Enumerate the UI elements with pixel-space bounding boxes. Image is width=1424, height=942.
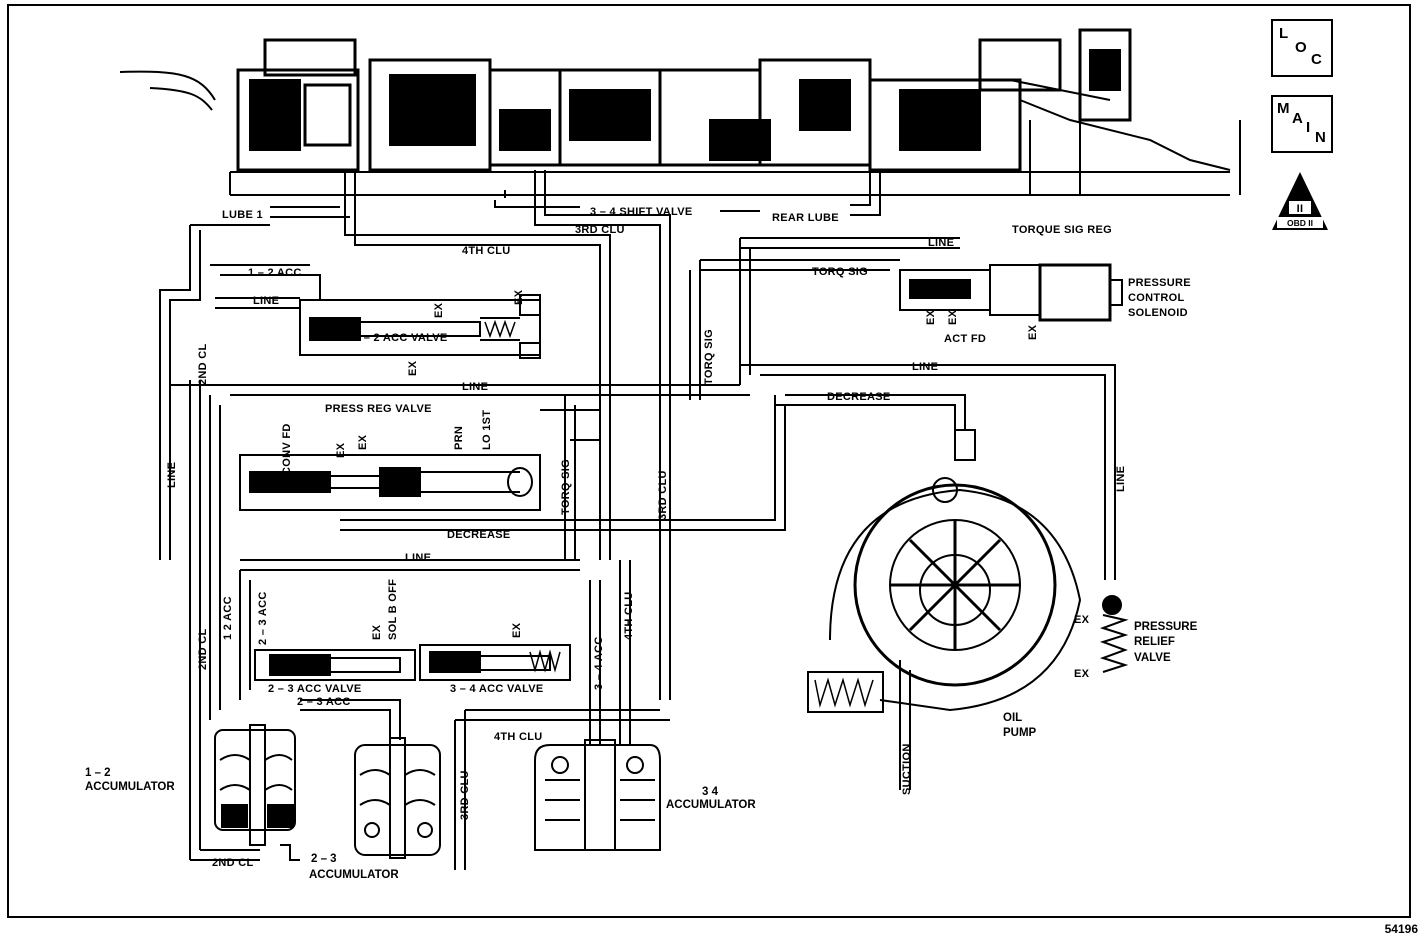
label-acc12-num: 1 – 2 bbox=[85, 767, 111, 779]
accumulator-12[interactable] bbox=[214, 724, 296, 846]
press-reg-valve[interactable] bbox=[239, 454, 541, 511]
label-ex-12-a: EX bbox=[433, 302, 445, 318]
label-pump: PUMP bbox=[1003, 727, 1037, 739]
label-pcs-line3: SOLENOID bbox=[1128, 307, 1188, 319]
valve-34-acc[interactable] bbox=[419, 644, 571, 681]
label-3rd-clu-top: 3RD CLU bbox=[575, 224, 625, 236]
label-torq-sig-h: TORQ SIG bbox=[812, 266, 868, 278]
valve-12-acc[interactable] bbox=[299, 294, 541, 359]
label-4th-clu-top: 4TH CLU bbox=[462, 245, 511, 257]
label-ex-tsr-2: EX bbox=[947, 309, 959, 325]
label-acc34-name: ACCUMULATOR bbox=[666, 799, 756, 811]
label-12-acc-valve: 1 – 2 ACC VALVE bbox=[354, 332, 448, 344]
oil-pump[interactable] bbox=[807, 429, 1082, 713]
loc-letter-o: O bbox=[1295, 39, 1307, 56]
torque-sig-reg-assembly[interactable] bbox=[899, 263, 1123, 322]
label-torq-sig-v2: TORQ SIG bbox=[560, 459, 572, 515]
label-line-left: LINE bbox=[166, 462, 178, 488]
label-line-top-right: LINE bbox=[928, 237, 954, 249]
label-2nd-cl-low: 2ND CL bbox=[212, 857, 254, 869]
main-letter-n: N bbox=[1315, 129, 1326, 146]
label-acc23-name: ACCUMULATOR bbox=[309, 869, 399, 881]
label-3rd-clu-v: 3RD CLU bbox=[657, 470, 669, 520]
label-ex-12-c: EX bbox=[407, 360, 419, 376]
label-torq-sig-v: TORQ SIG bbox=[703, 329, 715, 385]
label-12-acc-top: 1 – 2 ACC bbox=[248, 267, 302, 279]
label-act-fd: ACT FD bbox=[944, 333, 986, 345]
pressure-relief-valve[interactable] bbox=[1099, 595, 1129, 673]
label-2nd-cl-mid: 2ND CL bbox=[197, 628, 209, 670]
label-line-far-right: LINE bbox=[1115, 466, 1127, 492]
label-pcs-line2: CONTROL bbox=[1128, 292, 1184, 304]
label-prv-line1: PRESSURE bbox=[1134, 621, 1198, 633]
label-decrease-top: DECREASE bbox=[827, 391, 891, 403]
label-conv-fd: CONV FD bbox=[281, 423, 293, 475]
label-4th-clu-low: 4TH CLU bbox=[494, 731, 543, 743]
label-ex-prv-bottom: EX bbox=[1074, 668, 1090, 680]
label-34-acc-valve: 3 – 4 ACC VALVE bbox=[450, 683, 544, 695]
label-prv-line2: RELIEF bbox=[1134, 636, 1175, 648]
label-torque-sig-reg: TORQUE SIG REG bbox=[1012, 224, 1112, 236]
label-23-acc-h: 2 – 3 ACC bbox=[297, 696, 351, 708]
label-oil: OIL bbox=[1003, 712, 1022, 724]
label-rear-lube: REAR LUBE bbox=[772, 212, 839, 224]
obd-badge-bottom: OBD II bbox=[1287, 218, 1313, 228]
loc-letter-c: C bbox=[1311, 51, 1322, 68]
loc-letter-l: L bbox=[1279, 25, 1289, 42]
label-suction: SUCTION bbox=[901, 743, 913, 795]
main-button[interactable]: M A I N bbox=[1271, 95, 1333, 153]
label-34-shift-valve: 3 – 4 SHIFT VALVE bbox=[590, 206, 693, 218]
label-decrease-mid: DECREASE bbox=[447, 529, 511, 541]
label-ex-tsr-1: EX bbox=[925, 309, 937, 325]
label-2nd-cl-top: 2ND CL bbox=[197, 343, 209, 385]
label-line-12: LINE bbox=[253, 295, 279, 307]
label-press-reg-valve: PRESS REG VALVE bbox=[325, 403, 432, 415]
label-ex-prv-1: EX bbox=[335, 442, 347, 458]
label-23-acc-valve: 2 – 3 ACC VALVE bbox=[268, 683, 362, 695]
label-ex-prv-2: EX bbox=[357, 434, 369, 450]
label-line-lower: LINE bbox=[405, 552, 431, 564]
label-acc34-num: 3 4 bbox=[702, 786, 719, 798]
diagram-labels: LUBE 1 3 – 4 SHIFT VALVE REAR LUBE 3RD C… bbox=[85, 206, 1198, 881]
label-4th-clu-v: 4TH CLU bbox=[623, 591, 635, 640]
label-lo-1st: LO 1ST bbox=[481, 410, 493, 450]
label-prn: PRN bbox=[453, 426, 465, 450]
loc-button[interactable]: L O C bbox=[1271, 19, 1333, 77]
accumulator-34[interactable] bbox=[534, 739, 661, 851]
main-letter-i: I bbox=[1306, 119, 1311, 136]
label-acc12-name: ACCUMULATOR bbox=[85, 781, 175, 793]
label-ex-prv-top: EX bbox=[1074, 614, 1090, 626]
label-acc23-num: 2 – 3 bbox=[311, 853, 337, 865]
label-line-right: LINE bbox=[912, 361, 938, 373]
label-ex-34: EX bbox=[511, 622, 523, 638]
valve-23-acc[interactable] bbox=[254, 649, 416, 681]
label-ex-23: EX bbox=[371, 624, 383, 640]
hydraulic-passages bbox=[159, 170, 1116, 870]
label-pcs-line1: PRESSURE bbox=[1128, 277, 1191, 289]
label-line-mid: LINE bbox=[462, 381, 488, 393]
transmission-cross-section bbox=[119, 28, 1241, 196]
label-sol-b-off: SOL B OFF bbox=[387, 579, 399, 640]
label-ex-tsr-3: EX bbox=[1027, 324, 1039, 340]
label-12-acc-v: 1 2 ACC bbox=[222, 596, 234, 640]
label-ex-12-b: EX bbox=[513, 289, 525, 305]
main-letter-a: A bbox=[1292, 110, 1303, 127]
obd-badge-top: II bbox=[1297, 203, 1304, 215]
accumulator-23[interactable] bbox=[354, 737, 441, 859]
label-prv-line3: VALVE bbox=[1134, 652, 1171, 664]
label-3rd-clu-low: 3RD CLU bbox=[459, 770, 471, 820]
figure-id: 54196 bbox=[1384, 922, 1418, 936]
figure-border bbox=[7, 4, 1411, 918]
label-34-acc-v: 3 – 4 ACC bbox=[593, 636, 605, 690]
obd-ii-badge[interactable]: II OBD II bbox=[1272, 172, 1328, 230]
label-23-acc-v: 2 – 3 ACC bbox=[257, 591, 269, 645]
label-lube1: LUBE 1 bbox=[222, 209, 263, 221]
main-letter-m: M bbox=[1277, 100, 1290, 117]
